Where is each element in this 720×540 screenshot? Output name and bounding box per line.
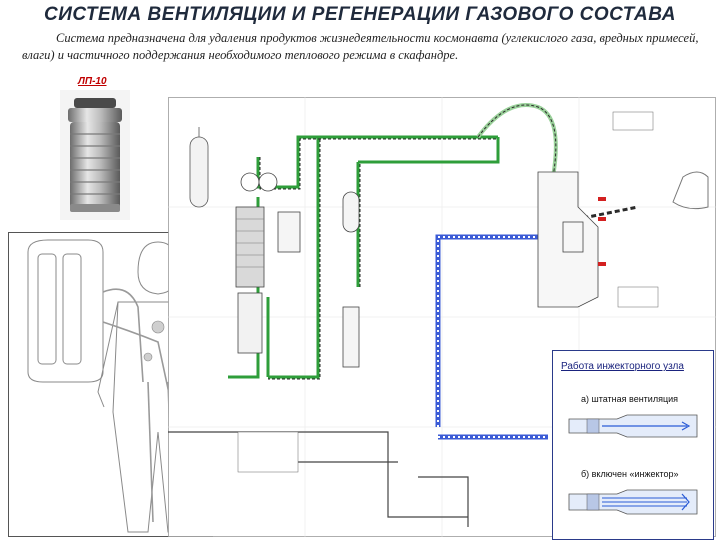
- page-title: СИСТЕМА ВЕНТИЛЯЦИИ И РЕГЕНЕРАЦИИ ГАЗОВОГ…: [44, 4, 676, 25]
- oxygen-bottle: [189, 127, 209, 208]
- component-label-lp10: ЛП-10: [78, 76, 107, 87]
- inset-title: Работа инжекторного узла: [561, 361, 684, 372]
- lp10-cartridge-photo: [60, 90, 130, 220]
- equipment-unit: [537, 171, 599, 308]
- mode-b-label: б) включен «инжектор»: [581, 469, 679, 479]
- mode-a-label: а) штатная вентиляция: [581, 394, 679, 404]
- glove-outline: [672, 171, 709, 210]
- injector-inset: Работа инжекторного узла а) штатная вент…: [552, 350, 714, 540]
- regeneration-cartridge: [235, 206, 265, 354]
- red-markers: [598, 197, 606, 266]
- label-boxes: [237, 111, 659, 473]
- valve-block: [277, 191, 360, 368]
- system-description: Система предназначена для удаления проду…: [22, 31, 699, 62]
- injector-normal-diagram: [568, 414, 698, 438]
- injector-active-diagram: [568, 489, 698, 515]
